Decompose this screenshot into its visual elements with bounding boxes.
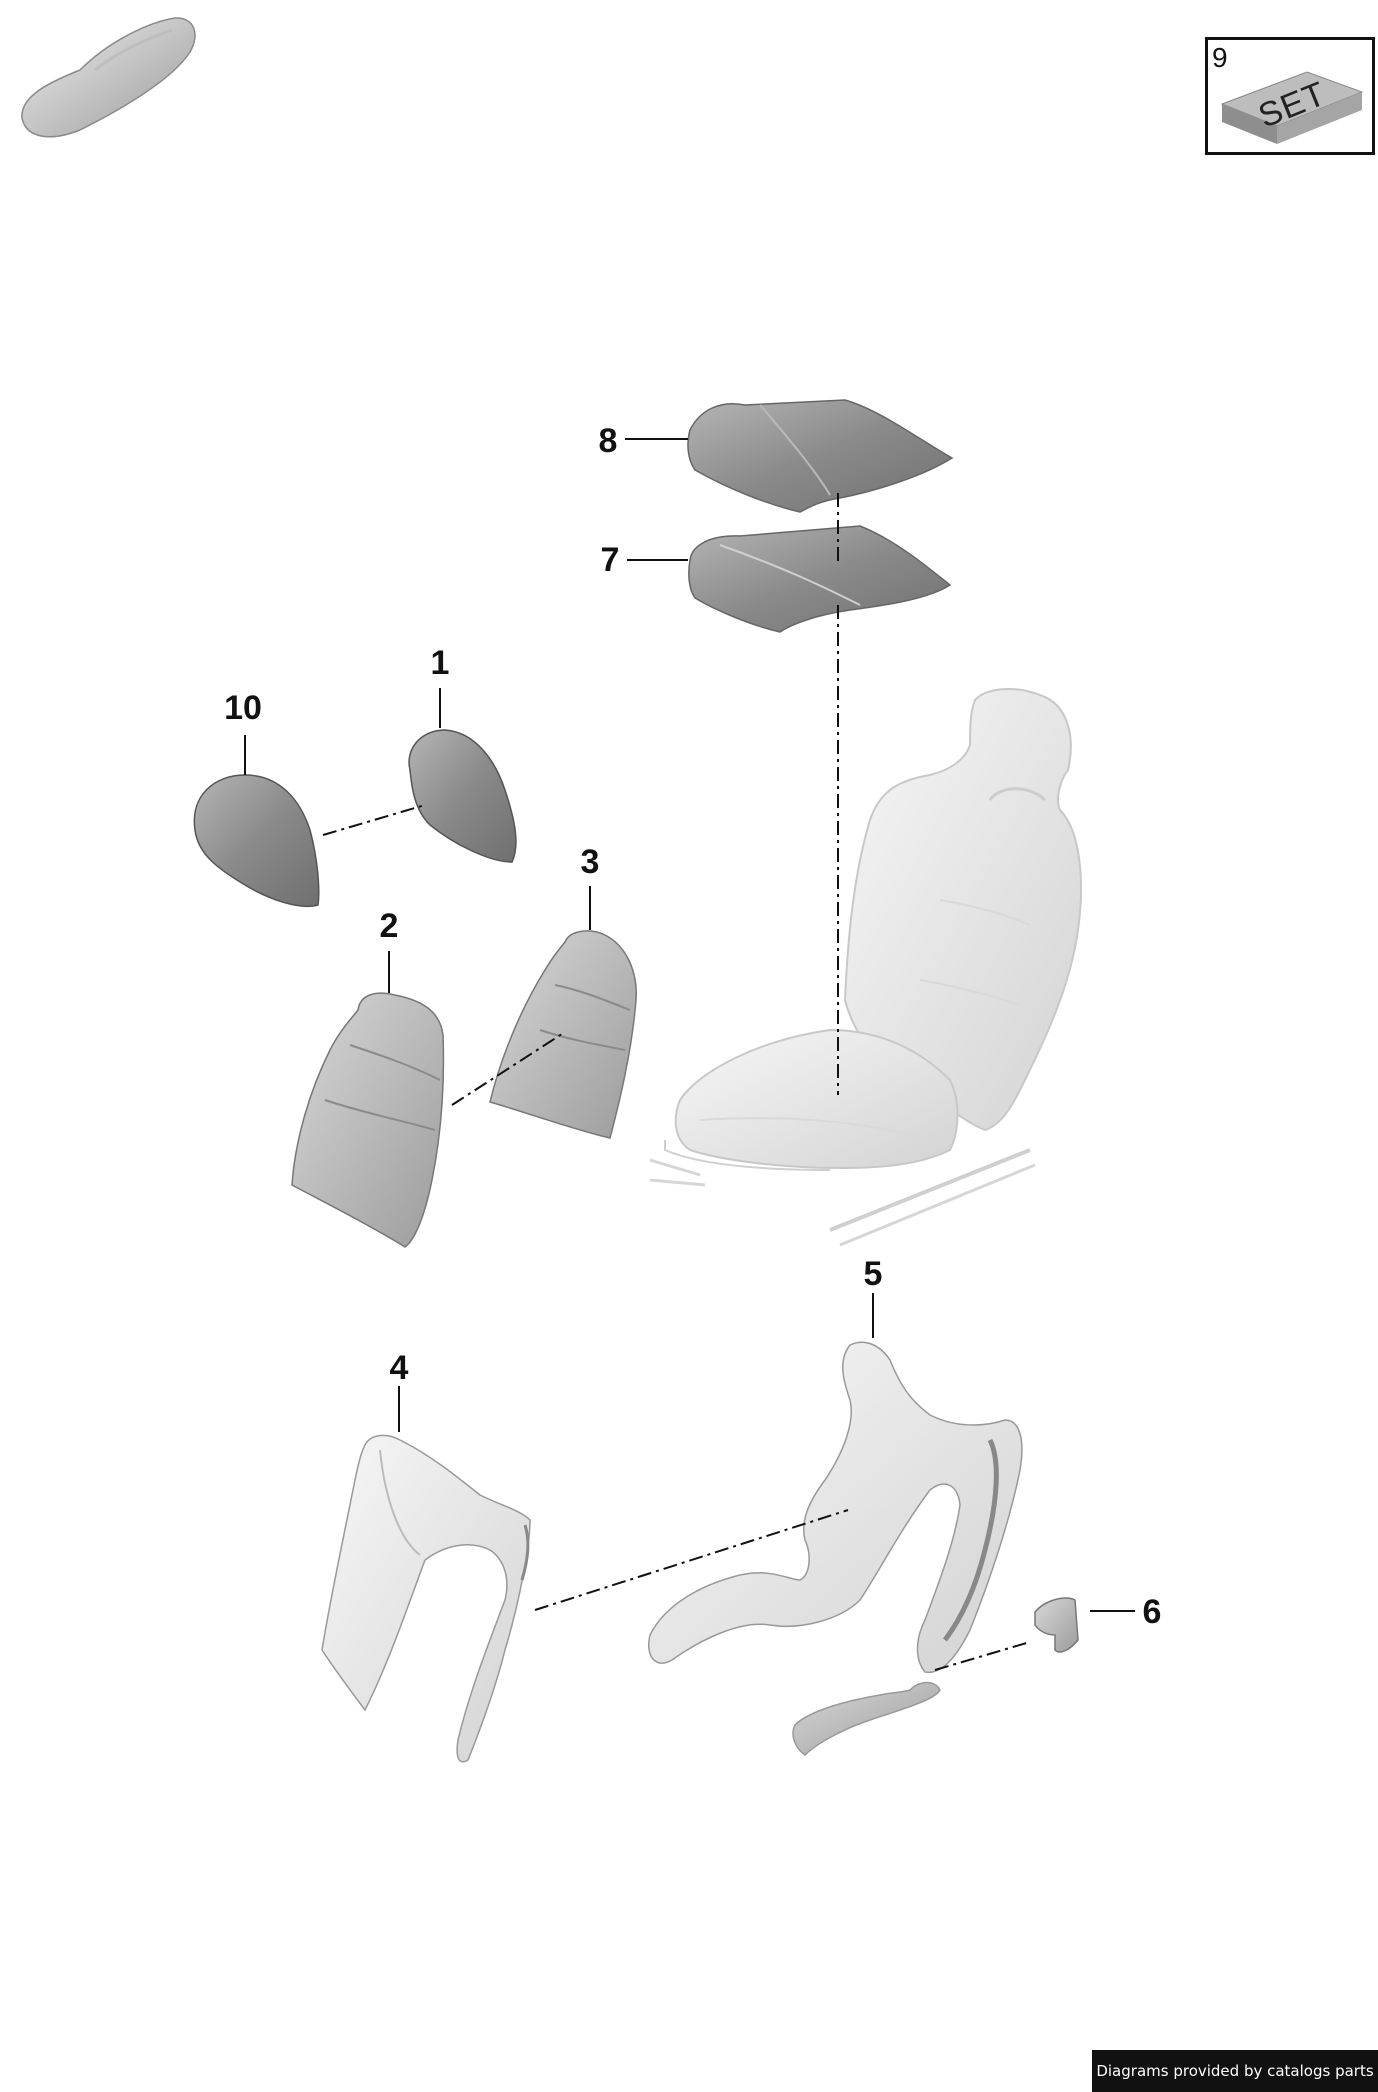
callout-4: 4 xyxy=(389,1349,409,1387)
car-thumbnail-icon xyxy=(21,17,196,138)
seat-cushion-part xyxy=(688,525,952,633)
backrest-side-pad-part xyxy=(489,930,637,1139)
callout-10: 10 xyxy=(224,689,262,727)
clip-part xyxy=(1034,1597,1079,1653)
callout-2: 2 xyxy=(379,907,399,945)
left-side-bolster-part xyxy=(321,1434,531,1763)
callout-1: 1 xyxy=(430,644,450,682)
leader-lines xyxy=(244,438,1135,1612)
callout-8: 8 xyxy=(598,422,618,460)
complete-seat-reference xyxy=(649,688,1082,1247)
callout-7: 7 xyxy=(600,541,620,579)
set-badge-number: 9 xyxy=(1212,42,1228,73)
callout-5: 5 xyxy=(863,1255,883,1293)
callout-3: 3 xyxy=(580,843,600,881)
callout-6: 6 xyxy=(1142,1593,1162,1631)
set-box-icon xyxy=(1220,71,1364,144)
right-side-bolster-part xyxy=(648,1341,1023,1756)
headrest-cover-part xyxy=(193,774,320,907)
assembly-lines xyxy=(322,493,1031,1671)
backrest-pad-part xyxy=(291,992,445,1248)
footer-credit: Diagrams provided by catalogs parts xyxy=(1092,2050,1378,2092)
set-badge: 9 SET xyxy=(1205,37,1375,155)
seat-cushion-cover-part xyxy=(687,399,954,513)
headrest-pad-part xyxy=(408,729,517,863)
